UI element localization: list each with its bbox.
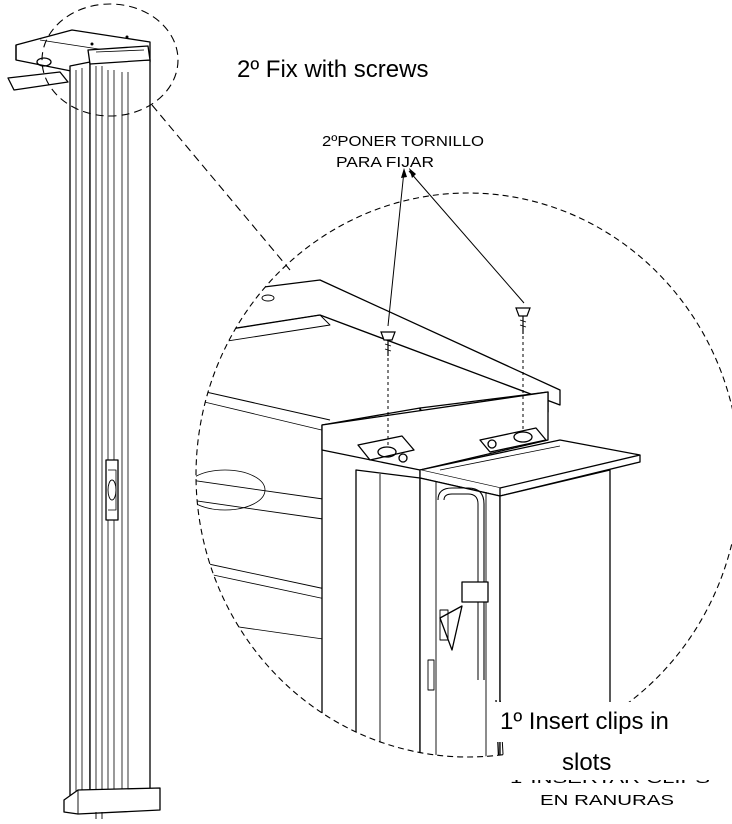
step2-label-en: 2º Fix with screws xyxy=(237,56,428,83)
post-assembly xyxy=(7,29,161,819)
detail-callout-small xyxy=(41,3,179,117)
screw-point-marker xyxy=(125,35,129,39)
step2-label-es: 2ºPONER TORNILLO PARA FIJAR xyxy=(322,133,484,171)
step1-label-en-line1: 1º Insert clips in xyxy=(500,708,669,735)
screw-left-icon xyxy=(380,331,396,448)
screw-right-icon xyxy=(515,307,531,432)
leader-arrowheads xyxy=(401,168,416,178)
detail-connector-line xyxy=(151,104,291,271)
step1-label-backdrop xyxy=(505,740,732,780)
step2-label-es-line1: 2ºPONER TORNILLO xyxy=(322,133,484,150)
step1-label-en: 1º Insert clips in slots xyxy=(500,708,669,776)
step1-label-en-line2: slots xyxy=(562,749,611,776)
step1-label-es-line2: EN RANURAS xyxy=(540,792,674,809)
step2-label-es-line2: PARA FIJAR xyxy=(336,154,434,171)
step1-label-backdrop xyxy=(495,702,732,742)
screw-leader-lines xyxy=(387,170,525,327)
detail-callout-large xyxy=(195,192,732,758)
screw-point-marker xyxy=(90,42,94,46)
